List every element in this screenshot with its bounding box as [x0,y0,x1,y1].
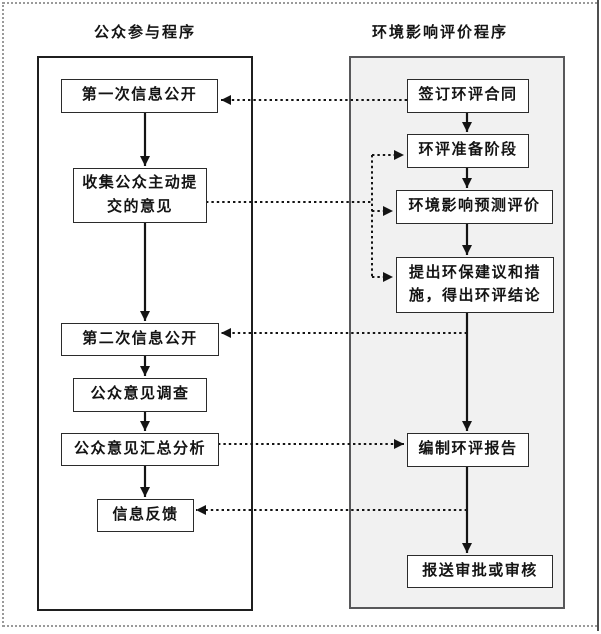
flow-box-label: 环评准备阶段 [418,142,518,159]
right-column-title: 环境影响评价程序 [371,25,508,41]
flow-box-label: 公众意见汇总分析 [73,440,206,457]
flow-box-label: 第一次信息公开 [81,87,198,104]
flow-box-opinion-summary-analysis: 公众意见汇总分析 [61,433,219,466]
flow-box-compile-eia-report: 编制环评报告 [407,433,529,467]
flow-box-second-information-disclosure: 第二次信息公开 [61,323,219,356]
flow-box-label: 签订环评合同 [418,87,518,104]
flow-box-label: 提出环保建议和措 施，得出环评结论 [408,264,541,304]
flow-box-collect-public-opinions: 收集公众主动提 交的意见 [73,168,207,223]
flow-box-label: 收集公众主动提 交的意见 [82,175,198,215]
flow-box-submit-for-approval: 报送审批或审核 [407,555,553,588]
flow-box-first-information-disclosure: 第一次信息公开 [61,79,218,113]
flow-box-eia-preparation-stage: 环评准备阶段 [407,134,529,168]
flow-box-label: 环境影响预测评价 [408,198,541,215]
flow-box-label: 报送审批或审核 [422,562,538,579]
flow-box-propose-measures-conclusion: 提出环保建议和措 施，得出环评结论 [396,257,554,313]
flow-box-environmental-impact-prediction: 环境影响预测评价 [396,190,553,224]
left-column-title: 公众参与程序 [93,25,196,41]
flow-box-sign-eia-contract: 签订环评合同 [407,79,529,113]
flow-box-label: 信息反馈 [112,506,179,523]
flow-box-public-opinion-survey: 公众意见调查 [73,378,207,412]
page-boundary-top [3,2,597,4]
flow-box-information-feedback: 信息反馈 [97,499,194,532]
flow-box-label: 编制环评报告 [418,441,518,458]
flow-box-label: 公众意见调查 [90,386,190,403]
page-edge-right [597,0,599,631]
page-boundary-bottom [3,625,597,627]
flow-box-label: 第二次信息公开 [82,330,198,347]
page-boundary-left [2,2,4,627]
